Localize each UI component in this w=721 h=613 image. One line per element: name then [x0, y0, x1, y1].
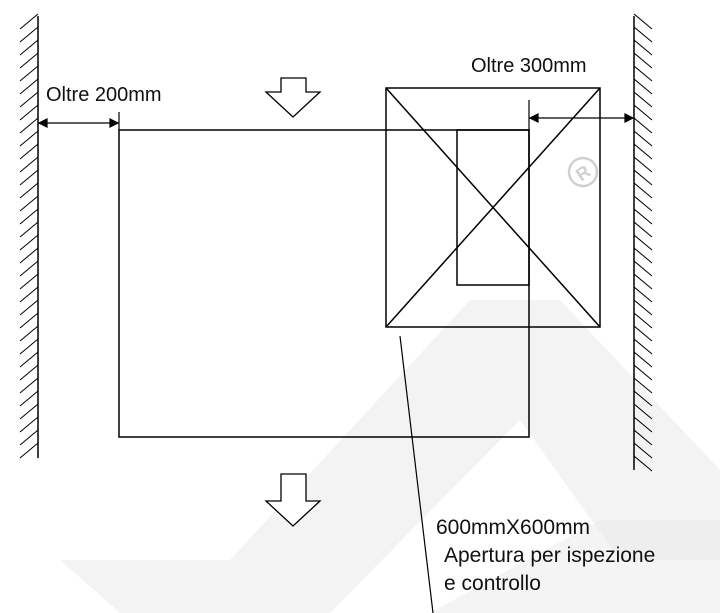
hatch-line — [19, 182, 39, 199]
hatch-line — [633, 65, 653, 82]
hatch-line — [633, 182, 653, 199]
hatch-line — [19, 325, 39, 342]
hatch-line — [19, 403, 39, 420]
hatch-line — [19, 52, 39, 69]
hatch-line — [19, 117, 39, 134]
opening-size-label: 600mmX600mm — [436, 516, 590, 539]
hatch-line — [633, 299, 653, 316]
inspection-opening — [385, 87, 601, 328]
hatch-line — [633, 78, 653, 95]
hatch-line — [19, 156, 39, 173]
hatch-line — [19, 416, 39, 433]
hatch-line — [19, 429, 39, 446]
hatch-line — [19, 377, 39, 394]
down-arrow-icon — [264, 473, 322, 527]
hatch-line — [19, 39, 39, 56]
hatch-line — [633, 104, 653, 121]
hatch-line — [633, 364, 653, 381]
hatch-line — [633, 416, 653, 433]
hatch-line — [633, 52, 653, 69]
hatch-line — [19, 143, 39, 160]
hatch-line — [633, 260, 653, 277]
hatch-line — [633, 247, 653, 264]
hatch-line — [633, 130, 653, 147]
hatch-line — [19, 351, 39, 368]
hatch-line — [633, 221, 653, 238]
svg-text:R: R — [572, 161, 594, 185]
hatch-line — [19, 234, 39, 251]
right-clearance-dimension — [528, 100, 635, 130]
hatch-line — [633, 442, 653, 459]
hatch-line — [633, 338, 653, 355]
hatch-line — [633, 377, 653, 394]
hatch-line — [633, 429, 653, 446]
right-wall-hatching — [633, 13, 653, 472]
left-clearance-label: Oltre 200mm — [46, 84, 162, 106]
hatch-line — [19, 364, 39, 381]
hatch-line — [633, 208, 653, 225]
hatch-line — [633, 156, 653, 173]
hatch-line — [19, 78, 39, 95]
hatch-line — [633, 312, 653, 329]
opening-description-line1: Apertura per ispezione — [444, 544, 655, 567]
hatch-line — [19, 13, 39, 30]
hatch-line — [19, 299, 39, 316]
hatch-line — [19, 221, 39, 238]
hatch-line — [633, 234, 653, 251]
hatch-line — [633, 403, 653, 420]
hatch-line — [633, 91, 653, 108]
left-wall-hatching — [19, 13, 39, 459]
hatch-line — [19, 91, 39, 108]
left-clearance-dimension — [37, 112, 120, 130]
hatch-line — [19, 26, 39, 43]
hatch-line — [633, 273, 653, 290]
hatch-line — [19, 273, 39, 290]
hatch-line — [19, 286, 39, 303]
hatch-line — [633, 390, 653, 407]
hatch-line — [19, 442, 39, 459]
hatch-line — [633, 169, 653, 186]
watermark — [60, 300, 720, 613]
hatch-line — [633, 117, 653, 134]
hatch-line — [19, 104, 39, 121]
hatch-line — [633, 455, 653, 472]
hatch-line — [633, 39, 653, 56]
hatch-line — [633, 325, 653, 342]
hatch-line — [633, 13, 653, 30]
hatch-line — [19, 260, 39, 277]
hatch-line — [19, 312, 39, 329]
registered-icon: R — [567, 156, 599, 188]
hatch-line — [19, 130, 39, 147]
hatch-line — [633, 286, 653, 303]
hatch-line — [19, 338, 39, 355]
hatch-line — [19, 390, 39, 407]
hatch-line — [633, 26, 653, 43]
hatch-line — [19, 169, 39, 186]
hatch-line — [19, 247, 39, 264]
opening-description-line2: e controllo — [444, 572, 541, 595]
hatch-line — [19, 208, 39, 225]
hatch-line — [633, 351, 653, 368]
hatch-line — [19, 65, 39, 82]
hatch-line — [633, 195, 653, 212]
inner-panel — [456, 129, 530, 286]
right-clearance-label: Oltre 300mm — [471, 55, 587, 77]
hatch-line — [633, 143, 653, 160]
down-arrow-icon — [264, 77, 322, 118]
opening-leader-line — [399, 335, 434, 613]
hatch-line — [19, 195, 39, 212]
